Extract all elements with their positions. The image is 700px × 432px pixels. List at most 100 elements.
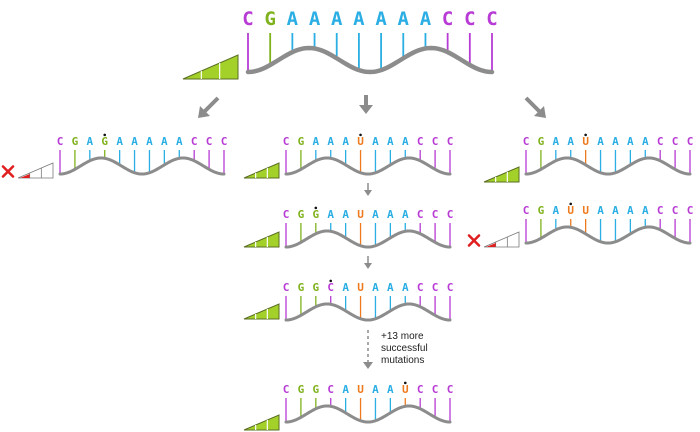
base-letter-left-7: A [161, 135, 168, 148]
fitness-meter-icon-right-2 [467, 231, 520, 248]
base-letter-center-3-0: C [283, 281, 290, 294]
skip-note-line-2: successful [381, 343, 428, 354]
base-letter-center-2-3: A [327, 208, 334, 221]
x-mark-icon-left [1, 165, 15, 178]
base-letter-right-2-1: G [538, 204, 545, 217]
base-letter-origin-5: A [353, 8, 365, 30]
base-letter-center-4-6: A [372, 383, 379, 396]
mutation-dot-center-4 [403, 381, 407, 385]
backbone-origin [245, 45, 495, 75]
backbone-center-3 [284, 302, 452, 322]
skip-note-line-3: mutations [381, 355, 424, 366]
fitness-meter-icon-left [1, 162, 54, 179]
base-letter-center-4-11: C [447, 383, 454, 396]
base-letter-right-2-7: A [627, 204, 634, 217]
mutation-dot-left [103, 133, 107, 137]
base-letter-center-2-6: A [372, 208, 379, 221]
base-letter-center-3-4: A [342, 281, 349, 294]
base-letter-right-2-8: A [642, 204, 649, 217]
base-letter-center-4-2: G [313, 383, 320, 396]
mutation-dot-right-1 [584, 133, 587, 137]
base-letter-center-3-5: U [357, 281, 364, 294]
base-letter-center-1-8: A [402, 135, 409, 148]
base-letter-right-1-8: A [642, 135, 649, 148]
base-letter-origin-1: G [264, 8, 275, 30]
base-letter-center-3-10: C [432, 281, 439, 294]
center-arrow-2 [364, 256, 372, 269]
base-letter-center-1-6: A [372, 135, 379, 148]
base-letter-center-4-5: U [357, 383, 364, 396]
base-letter-right-2-9: C [657, 204, 664, 217]
base-letter-origin-4: A [331, 8, 343, 30]
base-letter-right-2-10: C [672, 204, 679, 217]
backbone-center-1 [284, 156, 452, 176]
base-letter-center-4-10: C [432, 383, 439, 396]
base-letter-center-1-4: A [342, 135, 349, 148]
base-letter-right-1-3: A [567, 135, 574, 148]
base-letter-center-3-8: A [402, 281, 409, 294]
base-letter-right-1-2: A [553, 135, 560, 148]
mutation-dot-right-2 [569, 202, 573, 206]
fitness-meter-icon-right-1 [483, 166, 520, 183]
fitness-meter-icon-center-4 [243, 414, 280, 431]
base-letter-center-3-7: A [387, 281, 394, 294]
base-letter-origin-10: C [464, 8, 475, 30]
base-letter-center-4-1: G [298, 383, 305, 396]
base-letter-center-3-9: C [417, 281, 424, 294]
base-letter-left-1: G [72, 135, 79, 148]
base-letter-center-1-11: C [447, 135, 454, 148]
base-letter-right-1-10: C [672, 135, 679, 148]
base-letter-right-2-5: A [597, 204, 604, 217]
base-letter-right-1-4: U [582, 135, 589, 148]
fitness-meter-icon-origin [182, 54, 239, 80]
base-letter-center-1-7: A [387, 135, 394, 148]
base-letter-center-3-6: A [372, 281, 379, 294]
base-letter-center-2-1: G [298, 208, 305, 221]
base-letter-center-4-8: U [402, 383, 409, 396]
mutation-dot-center-2 [314, 206, 318, 210]
branch-arrow-center [359, 95, 373, 114]
base-letter-right-2-2: A [553, 204, 560, 217]
backbone-right-2 [524, 225, 692, 245]
base-letter-right-1-9: C [657, 135, 664, 148]
base-letter-origin-11: C [486, 8, 497, 30]
base-letter-left-2: A [87, 135, 94, 148]
base-letter-right-1-1: G [538, 135, 545, 148]
base-letter-right-2-6: A [612, 204, 619, 217]
base-letter-right-1-0: C [523, 135, 530, 148]
base-letter-right-1-11: C [687, 135, 694, 148]
base-letter-center-1-0: C [283, 135, 290, 148]
mutation-dot-center-1 [359, 133, 362, 137]
center-arrow-dashed [363, 330, 373, 369]
base-letter-right-2-3: U [567, 204, 574, 217]
base-letter-left-5: A [131, 135, 138, 148]
mutation-dot-center-3 [329, 279, 333, 283]
base-letter-right-2-4: U [582, 204, 589, 217]
base-letter-origin-3: A [309, 8, 321, 30]
base-letter-center-1-1: G [298, 135, 305, 148]
center-arrow-1 [364, 183, 372, 196]
base-letter-left-3: G [101, 135, 108, 148]
branch-arrow-right [524, 96, 546, 118]
fitness-meter-icon-center-1 [243, 162, 280, 179]
base-letter-center-3-3: C [327, 281, 334, 294]
base-letter-origin-2: A [287, 8, 299, 30]
base-letter-center-4-3: C [327, 383, 334, 396]
base-letter-center-1-2: A [313, 135, 320, 148]
base-letter-center-1-3: A [327, 135, 334, 148]
base-letter-center-2-9: C [417, 208, 424, 221]
base-letter-origin-9: C [442, 8, 453, 30]
branch-arrow-left [198, 96, 220, 118]
base-letter-center-2-10: C [432, 208, 439, 221]
base-letter-center-3-2: G [313, 281, 320, 294]
base-letter-right-1-5: A [597, 135, 604, 148]
base-letter-right-2-11: C [687, 204, 694, 217]
base-letter-left-11: C [221, 135, 228, 148]
base-letter-right-2-0: C [523, 204, 530, 217]
